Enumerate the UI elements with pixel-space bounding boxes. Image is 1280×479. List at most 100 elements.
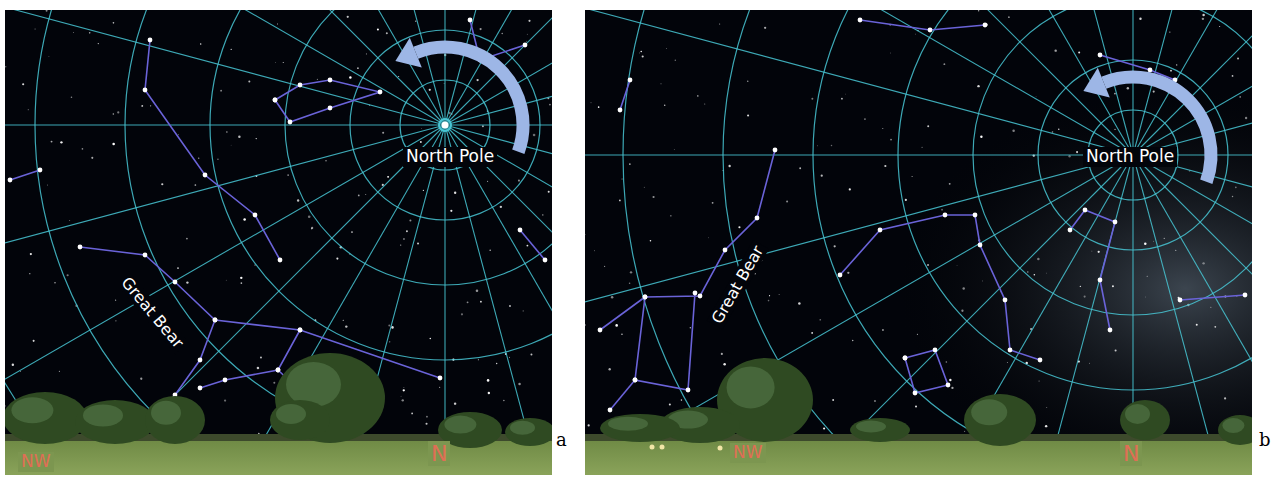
star-dot [1164, 238, 1165, 239]
star-dot [874, 400, 876, 402]
ground [585, 440, 1252, 475]
grid-meridian [5, 125, 445, 358]
constellation-star [378, 90, 383, 95]
star-dot [670, 215, 672, 217]
star-dot [747, 114, 749, 116]
star-dot [1170, 70, 1172, 72]
star-dot [786, 201, 788, 203]
star-dot [225, 279, 227, 281]
star-dot [403, 389, 405, 391]
distant-light [718, 446, 723, 451]
star-dot [33, 340, 35, 342]
star-dot [478, 359, 479, 360]
star-dot [283, 62, 284, 63]
constellation-star [38, 168, 43, 173]
star-dot [389, 341, 390, 342]
star-dot [961, 310, 963, 312]
rotation-arrowhead [395, 38, 421, 68]
tree-highlight [1222, 418, 1244, 433]
star-dot [882, 128, 883, 129]
constellation-line [1070, 210, 1115, 330]
star-dot [660, 83, 661, 84]
star-dot [769, 295, 770, 296]
star-dot [949, 379, 951, 381]
star-dot [82, 148, 84, 150]
star-dot [69, 219, 71, 221]
constellation-star [223, 378, 228, 383]
distant-light [650, 445, 655, 450]
constellation-star [143, 88, 148, 93]
grid-meridian [585, 154, 1133, 155]
star-dot [927, 125, 929, 127]
constellation-line [145, 40, 280, 260]
star-dot [585, 233, 586, 235]
star-dot [1169, 31, 1170, 32]
constellation-star [1178, 298, 1183, 303]
grid-meridian [900, 10, 1133, 155]
star-dot [1202, 14, 1205, 17]
star-dot [697, 95, 698, 96]
star-dot [681, 399, 683, 401]
grid-meridian [445, 124, 552, 125]
star-dot [798, 302, 800, 304]
constellation-star [288, 120, 293, 125]
constellation-star [1098, 53, 1103, 58]
star-dot [256, 138, 257, 139]
star-dot [343, 320, 344, 321]
star-dot [719, 23, 720, 24]
constellation-star [203, 173, 208, 178]
constellation-star [198, 358, 203, 363]
star-dot [542, 214, 543, 215]
constellation-star [723, 248, 728, 253]
grid-meridian [900, 155, 1133, 475]
star-dot [487, 379, 490, 382]
constellation-star [1113, 220, 1118, 225]
star-dot [847, 272, 849, 274]
star-dot [549, 104, 551, 106]
star-dot [1076, 151, 1078, 153]
star-dot [150, 105, 151, 106]
star-dot [257, 367, 260, 370]
star-dot [141, 105, 143, 107]
star-dot [666, 47, 668, 49]
star-dot [640, 51, 642, 53]
constellation-star [903, 356, 908, 361]
night-sky [5, 10, 552, 475]
star-dot [112, 143, 115, 146]
star-dot [811, 98, 813, 100]
star-dot [1080, 286, 1081, 287]
grid-meridian [683, 155, 1133, 475]
star-dot [629, 282, 631, 284]
star-dot [273, 382, 275, 384]
star-dot [629, 163, 631, 165]
star-dot [675, 60, 677, 62]
star-dot [248, 80, 250, 82]
star-dot [956, 265, 958, 267]
star-dot [5, 405, 6, 406]
tree-highlight [444, 416, 476, 434]
constellation-star [543, 258, 548, 263]
star-dot [297, 199, 299, 201]
star-dot [98, 43, 99, 44]
star-dot [1045, 425, 1047, 427]
constellation-line [600, 297, 645, 330]
star-dot [73, 32, 75, 34]
constellation-star [643, 295, 648, 300]
star-dot [1084, 296, 1086, 298]
constellation-star [1008, 348, 1013, 353]
star-dot [619, 200, 621, 202]
tree [1218, 415, 1252, 445]
star-dot [489, 250, 490, 251]
star-dot [652, 196, 654, 198]
star-dot [476, 289, 479, 292]
star-dot [406, 230, 408, 232]
constellation-star [1108, 328, 1113, 333]
star-dot [1089, 362, 1091, 364]
star-dot [22, 83, 24, 85]
star-dot [852, 340, 853, 341]
star-dot [476, 79, 478, 81]
star-dot [816, 145, 818, 147]
panel-letter: a [553, 430, 570, 451]
star-dot [439, 386, 441, 388]
star-dot [12, 364, 14, 366]
